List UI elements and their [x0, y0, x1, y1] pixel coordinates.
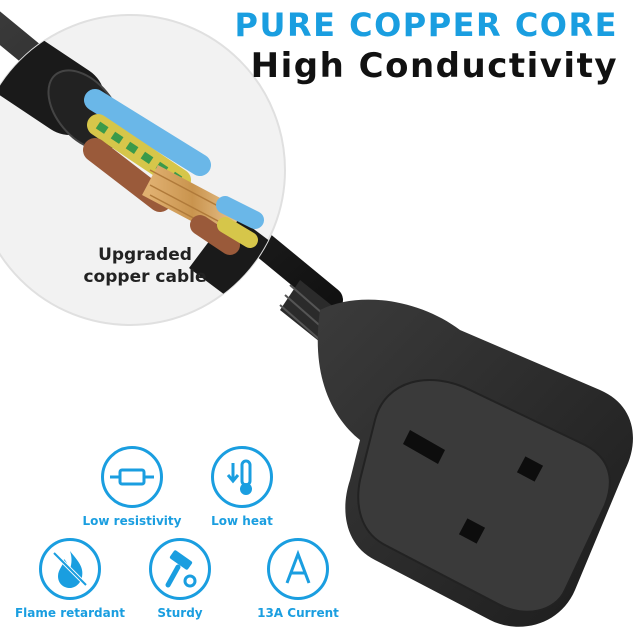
neutral-slot: [458, 518, 486, 544]
feature-label: 13A Current: [257, 606, 339, 620]
zoom-callout: [0, 14, 286, 326]
headline-primary: PURE COPPER CORE: [234, 6, 618, 44]
plug-connector: [279, 280, 633, 627]
ampere-icon: [267, 538, 329, 600]
feature-sturdy: Sturdy: [115, 538, 245, 620]
earth-slot: [403, 430, 445, 464]
resistor-icon: [101, 446, 163, 508]
headline-secondary: High Conductivity: [250, 46, 618, 86]
feature-label: Low heat: [211, 514, 273, 528]
live-slot: [516, 456, 544, 482]
zoom-label-line1: Upgraded: [98, 245, 192, 265]
flame-icon: [39, 538, 101, 600]
feature-low-resistivity: Low resistivity: [67, 446, 197, 528]
thermometer-down-icon: [211, 446, 273, 508]
feature-low-heat: Low heat: [177, 446, 307, 528]
feature-flame-retardant: Flame retardant: [5, 538, 135, 620]
feature-13a-current: 13A Current: [233, 538, 363, 620]
feature-label: Low resistivity: [82, 514, 182, 528]
hammer-icon: [149, 538, 211, 600]
feature-label: Flame retardant: [14, 606, 125, 620]
zoom-label-line2: copper cable: [83, 267, 207, 287]
feature-label: Sturdy: [157, 606, 203, 620]
